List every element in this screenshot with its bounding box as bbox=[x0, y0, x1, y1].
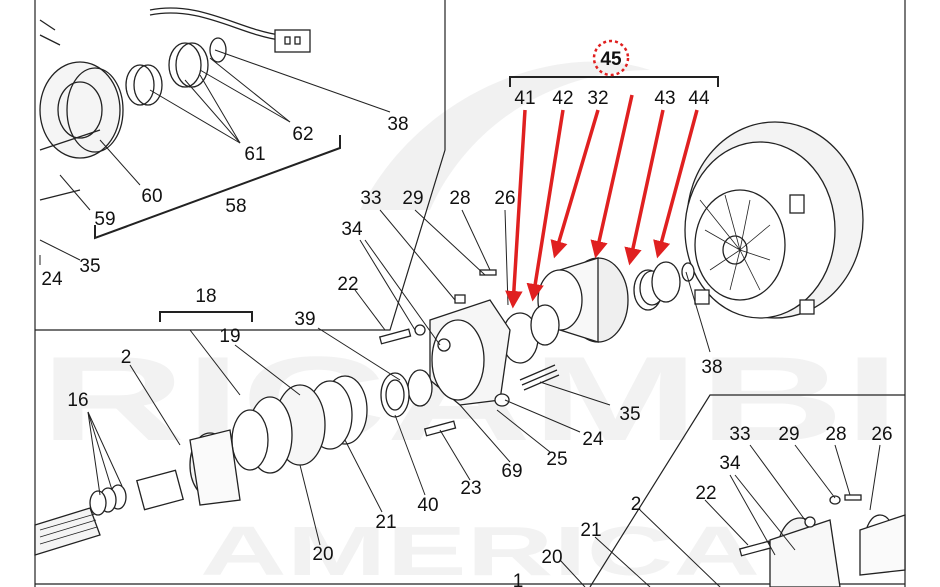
callout-45: 45 bbox=[600, 49, 622, 70]
callout-40: 40 bbox=[417, 495, 438, 516]
shaft-and-gears bbox=[34, 369, 433, 556]
watermark-swoosh bbox=[360, 61, 650, 210]
callout-18: 18 bbox=[195, 286, 216, 307]
callout-34-main: 34 bbox=[341, 219, 363, 240]
callout-22-inset: 22 bbox=[695, 483, 716, 504]
callout-60: 60 bbox=[141, 186, 162, 207]
watermark-line-2: AMERICA bbox=[200, 512, 760, 587]
clutch-cover bbox=[684, 121, 864, 319]
arrow-41 bbox=[505, 109, 527, 309]
arrow-32 bbox=[550, 109, 600, 259]
lower-right-inset-frame bbox=[589, 394, 905, 587]
callout-26-main: 26 bbox=[494, 188, 515, 209]
callout-25: 25 bbox=[546, 449, 567, 470]
callout-26-inset: 26 bbox=[871, 424, 892, 445]
callout-62: 62 bbox=[292, 124, 313, 145]
callout-35-upper: 35 bbox=[79, 256, 100, 277]
callout-20-main: 20 bbox=[312, 544, 333, 565]
callout-38-upper: 38 bbox=[387, 114, 408, 135]
lower-inset-leaders bbox=[559, 444, 881, 587]
arrow-43 bbox=[624, 109, 665, 266]
arrow-44 bbox=[653, 109, 699, 259]
arrow-unlabeled bbox=[590, 94, 634, 259]
upper-left-inset-frame bbox=[35, 0, 446, 331]
callout-24-upper: 24 bbox=[41, 269, 63, 290]
callout-34-inset: 34 bbox=[719, 453, 741, 474]
callout-32: 32 bbox=[587, 88, 608, 109]
callout-16: 16 bbox=[67, 390, 88, 411]
callout-22-main: 22 bbox=[337, 274, 358, 295]
callout-69: 69 bbox=[501, 461, 522, 482]
callout-38-main: 38 bbox=[701, 357, 722, 378]
callout-33-inset: 33 bbox=[729, 424, 750, 445]
callout-2-inset: 2 bbox=[631, 494, 642, 515]
callout-20-inset: 20 bbox=[541, 547, 562, 568]
callout-61: 61 bbox=[244, 144, 265, 165]
callout-44: 44 bbox=[688, 88, 710, 109]
callout-19: 19 bbox=[219, 326, 240, 347]
group-45-arrows bbox=[505, 94, 699, 309]
callout-23: 23 bbox=[460, 478, 481, 499]
callout-42: 42 bbox=[552, 88, 573, 109]
callout-35-main: 35 bbox=[619, 404, 640, 425]
callout-59: 59 bbox=[94, 209, 115, 230]
callout-labels: 45 41 42 32 43 44 38 62 61 60 58 59 24 3… bbox=[41, 49, 892, 587]
callout-28-main: 28 bbox=[449, 188, 470, 209]
callout-33-main: 33 bbox=[360, 188, 381, 209]
callout-21-main: 21 bbox=[375, 512, 396, 533]
main-leaders bbox=[87, 76, 719, 546]
callout-29-inset: 29 bbox=[778, 424, 799, 445]
callout-24-main: 24 bbox=[582, 429, 604, 450]
callout-21-inset: 21 bbox=[580, 520, 601, 541]
upper-inset-parts bbox=[39, 7, 311, 201]
lower-inset-parts bbox=[738, 494, 906, 587]
bearing-housing-group bbox=[378, 257, 695, 437]
arrow-42 bbox=[526, 109, 565, 302]
group-45-highlight-circle bbox=[592, 39, 630, 77]
callout-58: 58 bbox=[225, 196, 246, 217]
upper-inset-leaders bbox=[39, 49, 391, 265]
callout-1: 1 bbox=[513, 571, 524, 587]
callout-29-main: 29 bbox=[402, 188, 423, 209]
callout-2-main: 2 bbox=[121, 347, 132, 368]
callout-28-inset: 28 bbox=[825, 424, 846, 445]
callout-43: 43 bbox=[654, 88, 675, 109]
callout-39: 39 bbox=[294, 309, 315, 330]
callout-41: 41 bbox=[514, 88, 535, 109]
